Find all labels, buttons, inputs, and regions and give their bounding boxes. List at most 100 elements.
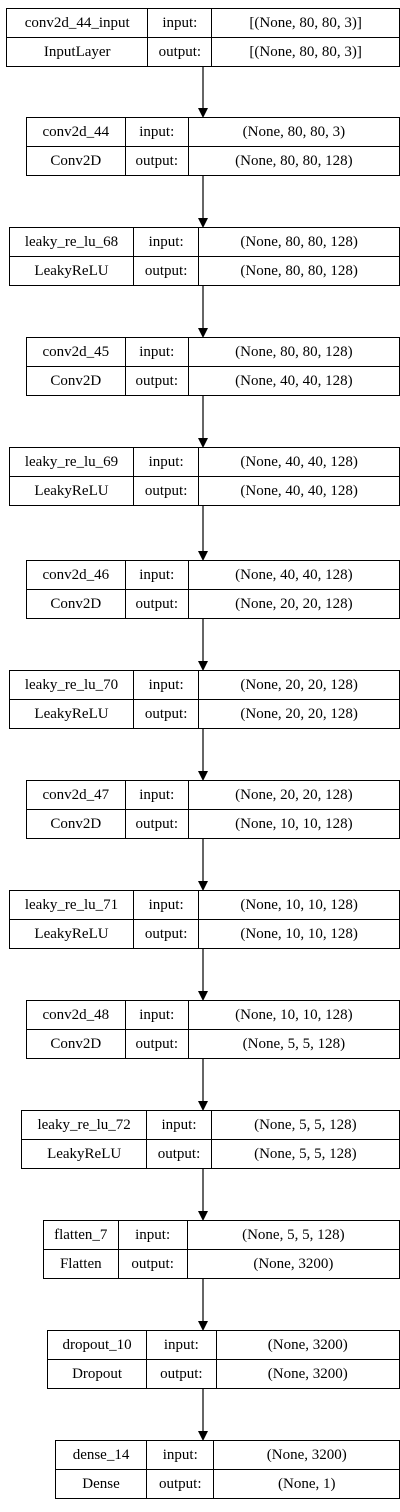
layer-name: dropout_10 xyxy=(46,1330,148,1360)
output-label: output: xyxy=(124,146,189,176)
layer-name: leaky_re_lu_71 xyxy=(9,890,134,920)
layer-name: conv2d_44 xyxy=(26,117,126,147)
layer-type: Flatten xyxy=(43,1249,119,1279)
layer-type: InputLayer xyxy=(5,37,149,67)
output-shape: (None, 3200) xyxy=(215,1359,400,1389)
layer-type: Dense xyxy=(54,1469,148,1499)
input-label: input: xyxy=(132,890,200,920)
layer-name: leaky_re_lu_70 xyxy=(9,670,134,700)
input-shape: [(None, 80, 80, 3)] xyxy=(211,8,400,38)
output-label: output: xyxy=(132,476,200,506)
layer-name: leaky_re_lu_72 xyxy=(20,1110,148,1140)
output-label: output: xyxy=(124,809,189,839)
input-label: input: xyxy=(124,560,189,590)
input-label: input: xyxy=(132,227,200,257)
input-shape: (None, 10, 10, 128) xyxy=(187,1000,400,1030)
output-shape: (None, 5, 5, 128) xyxy=(187,1029,400,1059)
input-shape: (None, 5, 5, 128) xyxy=(210,1110,400,1140)
output-label: output: xyxy=(117,1249,188,1279)
layer-name: dense_14 xyxy=(54,1440,148,1470)
layer-type: LeakyReLU xyxy=(20,1139,148,1169)
layer-name: leaky_re_lu_68 xyxy=(9,227,134,257)
layer-type: Dropout xyxy=(46,1359,148,1389)
layer-type: Conv2D xyxy=(26,146,126,176)
output-shape: (None, 80, 80, 128) xyxy=(198,256,400,286)
output-label: output: xyxy=(146,1359,217,1389)
layer-name: conv2d_44_input xyxy=(5,8,149,38)
output-shape: (None, 1) xyxy=(213,1469,400,1499)
layer-name: conv2d_48 xyxy=(26,1000,126,1030)
layer-name: conv2d_47 xyxy=(26,780,126,810)
input-label: input: xyxy=(132,670,200,700)
input-label: input: xyxy=(146,1440,215,1470)
input-shape: (None, 40, 40, 128) xyxy=(187,560,400,590)
layer-type: Conv2D xyxy=(26,1029,126,1059)
output-label: output: xyxy=(132,919,200,949)
input-label: input: xyxy=(124,117,189,147)
output-shape: (None, 40, 40, 128) xyxy=(187,366,400,396)
layer-type: LeakyReLU xyxy=(9,476,134,506)
layer-name: flatten_7 xyxy=(43,1220,119,1250)
input-label: input: xyxy=(146,1330,217,1360)
input-label: input: xyxy=(117,1220,188,1250)
input-shape: (None, 10, 10, 128) xyxy=(198,890,400,920)
input-label: input: xyxy=(147,8,213,38)
input-shape: (None, 20, 20, 128) xyxy=(198,670,400,700)
output-shape: (None, 40, 40, 128) xyxy=(198,476,400,506)
layer-name: conv2d_46 xyxy=(26,560,126,590)
output-label: output: xyxy=(124,1029,189,1059)
layer-type: Conv2D xyxy=(26,809,126,839)
output-shape: (None, 20, 20, 128) xyxy=(187,589,400,619)
input-shape: (None, 3200) xyxy=(213,1440,400,1470)
input-shape: (None, 40, 40, 128) xyxy=(198,447,400,477)
layer-type: LeakyReLU xyxy=(9,919,134,949)
input-shape: (None, 5, 5, 128) xyxy=(186,1220,400,1250)
output-shape: (None, 80, 80, 128) xyxy=(187,146,400,176)
output-shape: (None, 3200) xyxy=(186,1249,400,1279)
input-label: input: xyxy=(132,447,200,477)
layer-name: conv2d_45 xyxy=(26,337,126,367)
output-label: output: xyxy=(146,1139,212,1169)
output-label: output: xyxy=(132,256,200,286)
input-label: input: xyxy=(124,780,189,810)
output-label: output: xyxy=(146,1469,215,1499)
output-label: output: xyxy=(124,366,189,396)
layer-type: Conv2D xyxy=(26,366,126,396)
output-shape: (None, 5, 5, 128) xyxy=(210,1139,400,1169)
output-shape: (None, 10, 10, 128) xyxy=(198,919,400,949)
output-label: output: xyxy=(132,699,200,729)
input-shape: (None, 20, 20, 128) xyxy=(187,780,400,810)
output-shape: [(None, 80, 80, 3)] xyxy=(211,37,400,67)
input-label: input: xyxy=(124,1000,189,1030)
input-shape: (None, 80, 80, 128) xyxy=(198,227,400,257)
input-shape: (None, 80, 80, 3) xyxy=(187,117,400,147)
layer-type: LeakyReLU xyxy=(9,256,134,286)
output-label: output: xyxy=(147,37,213,67)
input-shape: (None, 3200) xyxy=(215,1330,400,1360)
output-shape: (None, 10, 10, 128) xyxy=(187,809,400,839)
output-shape: (None, 20, 20, 128) xyxy=(198,699,400,729)
input-label: input: xyxy=(124,337,189,367)
output-label: output: xyxy=(124,589,189,619)
layer-type: LeakyReLU xyxy=(9,699,134,729)
input-label: input: xyxy=(146,1110,212,1140)
layer-name: leaky_re_lu_69 xyxy=(9,447,134,477)
layer-type: Conv2D xyxy=(26,589,126,619)
input-shape: (None, 80, 80, 128) xyxy=(187,337,400,367)
